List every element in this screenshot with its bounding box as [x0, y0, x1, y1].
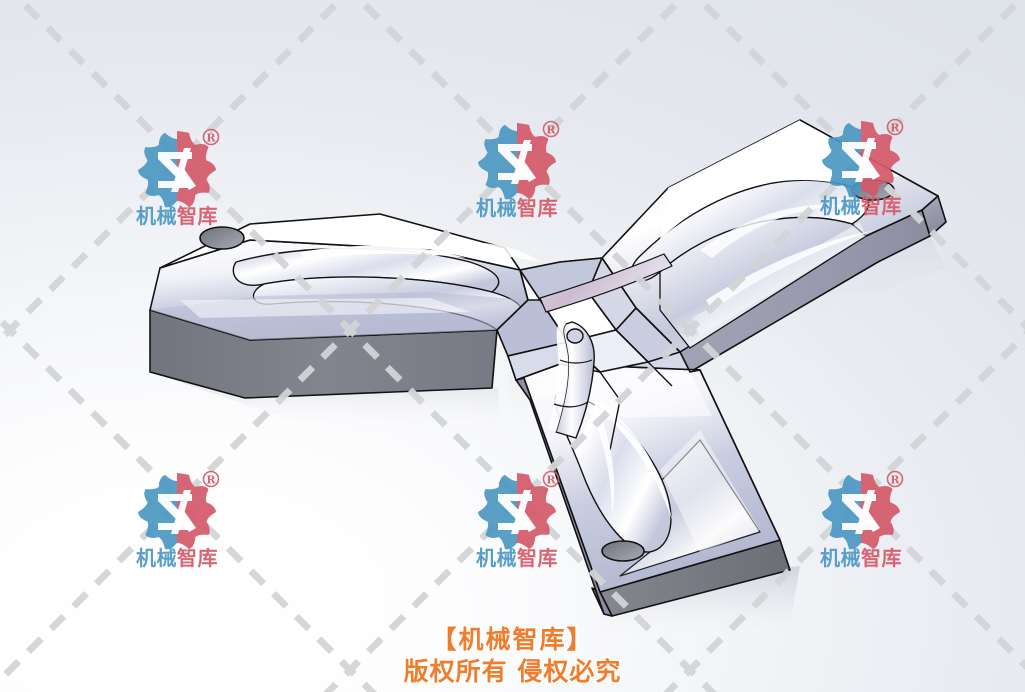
arm-left: [149, 213, 529, 399]
